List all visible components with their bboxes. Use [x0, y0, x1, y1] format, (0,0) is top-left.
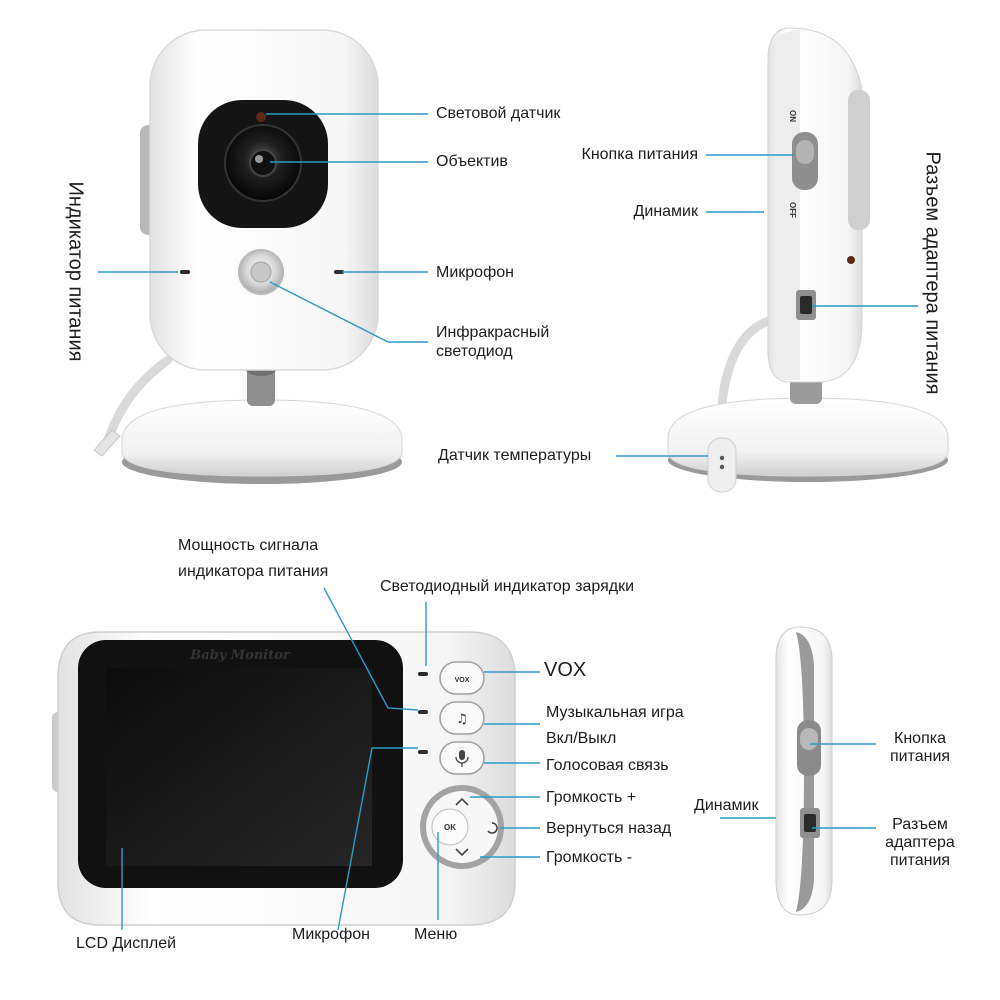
- vox-button-label: VOX: [455, 677, 470, 684]
- microphone-icon: [455, 750, 469, 767]
- lcd-screen: [106, 668, 372, 866]
- camera-side: [667, 27, 949, 493]
- label-side-speaker: Динамик: [633, 203, 698, 220]
- charging-led: [418, 672, 428, 676]
- label-signal-line2: индикатора питания: [178, 563, 329, 580]
- label-ir-led-line2: светодиод: [436, 343, 513, 360]
- label-music-line1: Музыкальная игра: [546, 704, 684, 721]
- back-arrow-icon: [487, 822, 498, 834]
- label-menu: Меню: [414, 926, 458, 943]
- power-indicator-dot: [180, 270, 190, 274]
- label-temperature-sensor: Датчик температуры: [438, 447, 592, 464]
- monitor-front: [52, 631, 516, 926]
- label-vox: VOX: [544, 659, 587, 681]
- monitor-side: [775, 626, 833, 916]
- label-charging-led: Светодиодный индикатор зарядки: [380, 578, 635, 595]
- label-signal-line1: Мощность сигнала: [178, 537, 319, 554]
- switch-on-label: ON: [788, 110, 797, 122]
- label-monitor-adapter-line3: питания: [889, 852, 951, 869]
- mic-hole: [418, 750, 428, 754]
- leader-lines: [98, 113, 918, 931]
- label-volume-down: Громкость -: [546, 849, 633, 866]
- label-music-line2: Вкл/Выкл: [546, 730, 617, 747]
- label-monitor-power-line1: Кнопка: [894, 730, 946, 747]
- label-light-sensor: Световой датчик: [436, 105, 561, 122]
- label-voice: Голосовая связь: [546, 757, 669, 774]
- cable-sensor-tip: [93, 429, 121, 457]
- light-sensor: [256, 112, 266, 122]
- label-side-power-button: Кнопка питания: [581, 146, 699, 163]
- label-lens: Объектив: [436, 153, 508, 170]
- signal-led: [418, 710, 428, 714]
- brand-text: Baby Monitor: [189, 648, 291, 663]
- label-side-adapter-port: Разъем адаптера питания: [921, 151, 944, 395]
- label-camera-microphone: Микрофон: [436, 264, 514, 281]
- label-power-indicator: Индикатор питания: [64, 181, 87, 362]
- label-monitor-microphone: Микрофон: [292, 926, 370, 943]
- switch-off-label: OFF: [788, 202, 797, 218]
- label-monitor-adapter-line1: Разъем: [892, 816, 948, 833]
- vox-button: [439, 661, 485, 695]
- label-ir-led-line1: Инфракрасный: [436, 324, 550, 341]
- label-monitor-adapter-line2: адаптера: [885, 834, 955, 851]
- microphone-dot: [334, 270, 344, 274]
- ok-button: [431, 808, 469, 846]
- label-monitor-power-line2: питания: [889, 748, 951, 765]
- volume-up-arrow-icon: [455, 797, 469, 806]
- label-back: Вернуться назад: [546, 820, 672, 837]
- camera-base: [121, 399, 403, 477]
- label-monitor-speaker: Динамик: [694, 797, 759, 814]
- ok-button-label: OK: [444, 823, 456, 832]
- camera-cable: [103, 355, 173, 445]
- label-volume-up: Громкость +: [546, 789, 637, 806]
- volume-down-arrow-icon: [455, 848, 469, 857]
- label-lcd: LCD Дисплей: [76, 935, 177, 952]
- music-button: [439, 701, 485, 735]
- camera-front: [93, 29, 403, 484]
- music-note-icon: ♫: [456, 712, 468, 727]
